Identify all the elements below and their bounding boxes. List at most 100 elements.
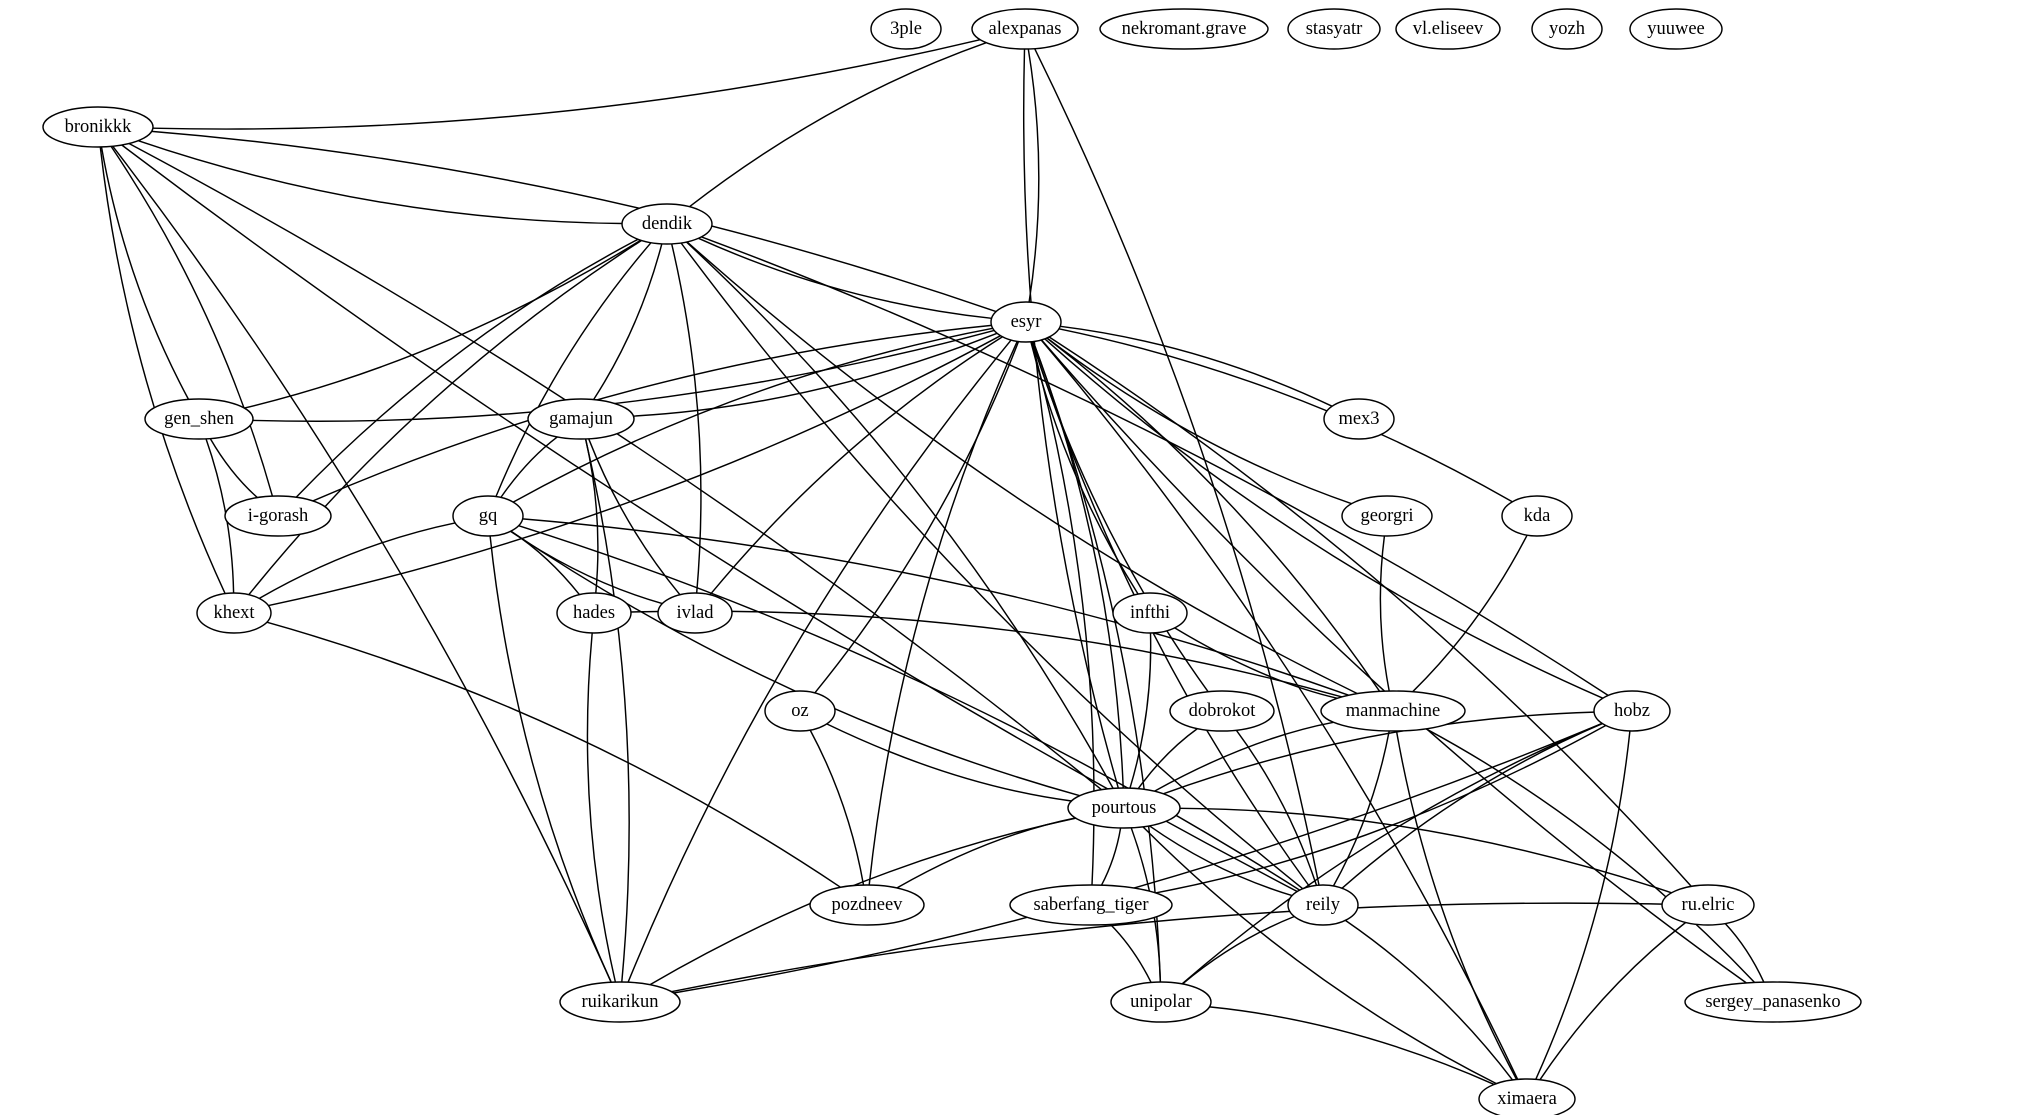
node-ximaera: ximaera bbox=[1478, 1078, 1576, 1115]
node-ellipse bbox=[556, 592, 632, 634]
node-ellipse bbox=[870, 8, 942, 50]
edge-dendik-gen_shen bbox=[244, 239, 642, 409]
node-label: georgri bbox=[1360, 506, 1413, 526]
edge-hades-ruikarikun bbox=[586, 632, 617, 983]
node-label: alexpanas bbox=[989, 19, 1062, 39]
node-label: saberfang_tiger bbox=[1033, 895, 1148, 915]
node-label: yuuwee bbox=[1647, 19, 1705, 39]
edge-gq-manmachine bbox=[522, 518, 1349, 696]
node-label: gq bbox=[479, 506, 498, 526]
edge-infthi-pourtous bbox=[1129, 632, 1152, 789]
edge-oz-pozdneev bbox=[809, 729, 865, 886]
edge-alexpanas-bronikkk bbox=[152, 38, 981, 130]
edge-dendik-khext bbox=[248, 239, 642, 596]
node-ellipse bbox=[621, 203, 713, 245]
node-ellipse bbox=[1287, 8, 1381, 50]
node-ellipse bbox=[1478, 1078, 1576, 1115]
edge-pourtous-saberfang_tiger bbox=[1100, 827, 1122, 886]
edge-infthi-manmachine bbox=[1174, 627, 1338, 700]
node-label: reily bbox=[1306, 895, 1341, 915]
node-label: dobrokot bbox=[1189, 701, 1257, 721]
edge-esyr-ivlad bbox=[709, 336, 1003, 596]
edge-esyr-ruikarikun bbox=[627, 339, 1012, 983]
edge-alexpanas-dendik bbox=[689, 42, 987, 208]
edge-khext-pozdneev bbox=[266, 621, 842, 888]
node-ellipse bbox=[1501, 495, 1573, 537]
edge-bronikkk-ruikarikun bbox=[112, 145, 612, 983]
edge-hades-manmachine bbox=[630, 610, 1343, 698]
node-gamajun: gamajun bbox=[527, 398, 635, 440]
edge-reily-unipolar bbox=[1182, 915, 1295, 985]
node-ellipse bbox=[764, 690, 836, 732]
node-reily: reily bbox=[1287, 884, 1359, 926]
edge-dendik-gamajun bbox=[592, 243, 663, 400]
edge-dendik-reily bbox=[680, 242, 1304, 890]
edge-pourtous-reily bbox=[1148, 825, 1293, 897]
node-ellipse bbox=[1323, 398, 1395, 440]
edge-esyr-mex3 bbox=[1060, 325, 1333, 407]
node-stasyatr: stasyatr bbox=[1287, 8, 1381, 50]
node-label: kda bbox=[1524, 506, 1551, 526]
edge-esyr-pozdneev bbox=[868, 341, 1018, 886]
edge-hobz-reily bbox=[1341, 722, 1603, 889]
edge-georgri-manmachine bbox=[1379, 535, 1390, 692]
node-label: ruikarikun bbox=[581, 992, 658, 1012]
node-label: nekromant.grave bbox=[1122, 19, 1247, 39]
edge-hobz-ruikarikun bbox=[673, 722, 1603, 994]
edge-hobz-saberfang_tiger bbox=[1155, 724, 1607, 894]
node-yozh: yozh bbox=[1531, 8, 1603, 50]
node-vl_eliseev: vl.eliseev bbox=[1395, 8, 1501, 50]
node-ellipse bbox=[1661, 884, 1755, 926]
node-kda: kda bbox=[1501, 495, 1573, 537]
node-unipolar: unipolar bbox=[1110, 981, 1212, 1023]
node-label: pourtous bbox=[1092, 798, 1157, 818]
edge-gamajun-ivlad bbox=[588, 438, 681, 596]
node-gq: gq bbox=[452, 495, 524, 537]
node-ellipse bbox=[1395, 8, 1501, 50]
edge-dobrokot-pourtous bbox=[1137, 728, 1198, 790]
node-ellipse bbox=[1320, 690, 1466, 732]
node-ellipse bbox=[990, 301, 1062, 343]
node-dendik: dendik bbox=[621, 203, 713, 245]
node-label: 3ple bbox=[890, 19, 922, 39]
node-ellipse bbox=[1593, 690, 1671, 732]
node-ellipse bbox=[224, 495, 332, 537]
node-nekromant_grave: nekromant.grave bbox=[1099, 8, 1269, 50]
node-label: pozdneev bbox=[832, 895, 904, 915]
edge-oz-pourtous bbox=[826, 723, 1072, 802]
node-hobz: hobz bbox=[1593, 690, 1671, 732]
edge-gq-pourtous bbox=[510, 530, 1080, 797]
node-ellipse bbox=[1110, 981, 1212, 1023]
node-3ple: 3ple bbox=[870, 8, 942, 50]
edge-dendik-manmachine bbox=[686, 241, 1358, 695]
node-ellipse bbox=[1169, 690, 1275, 732]
node-label: manmachine bbox=[1346, 701, 1441, 721]
node-oz: oz bbox=[764, 690, 836, 732]
edge-alexpanas-pourtous bbox=[1022, 48, 1119, 789]
node-ellipse bbox=[559, 981, 681, 1023]
edge-alexpanas-reily bbox=[1034, 48, 1320, 886]
edge-hobz-pourtous bbox=[1163, 711, 1595, 795]
node-label: gen_shen bbox=[164, 409, 234, 429]
edge-hobz-ximaera bbox=[1535, 730, 1631, 1080]
edge-esyr-gq bbox=[512, 327, 993, 503]
edge-dendik-pourtous bbox=[685, 241, 1114, 789]
node-ellipse bbox=[1341, 495, 1433, 537]
node-ellipse bbox=[452, 495, 524, 537]
node-label: unipolar bbox=[1130, 992, 1192, 1012]
node-label: vl.eliseev bbox=[1413, 19, 1484, 39]
node-label: khext bbox=[213, 603, 255, 623]
node-alexpanas: alexpanas bbox=[971, 8, 1079, 50]
node-esyr: esyr bbox=[990, 301, 1062, 343]
edge-gamajun-gq bbox=[500, 436, 558, 498]
edge-pourtous-ru_elric bbox=[1179, 807, 1672, 894]
edge-esyr-gen_shen bbox=[252, 329, 995, 422]
edge-ru_elric-sergey_panasenko bbox=[1724, 923, 1765, 983]
edge-manmachine-pourtous bbox=[1154, 721, 1334, 792]
node-label: infthi bbox=[1130, 603, 1170, 623]
edge-esyr-unipolar bbox=[1032, 341, 1162, 983]
edge-kda-manmachine bbox=[1412, 534, 1528, 693]
node-label: mex3 bbox=[1338, 409, 1379, 429]
edge-hobz-unipolar bbox=[1181, 722, 1603, 985]
